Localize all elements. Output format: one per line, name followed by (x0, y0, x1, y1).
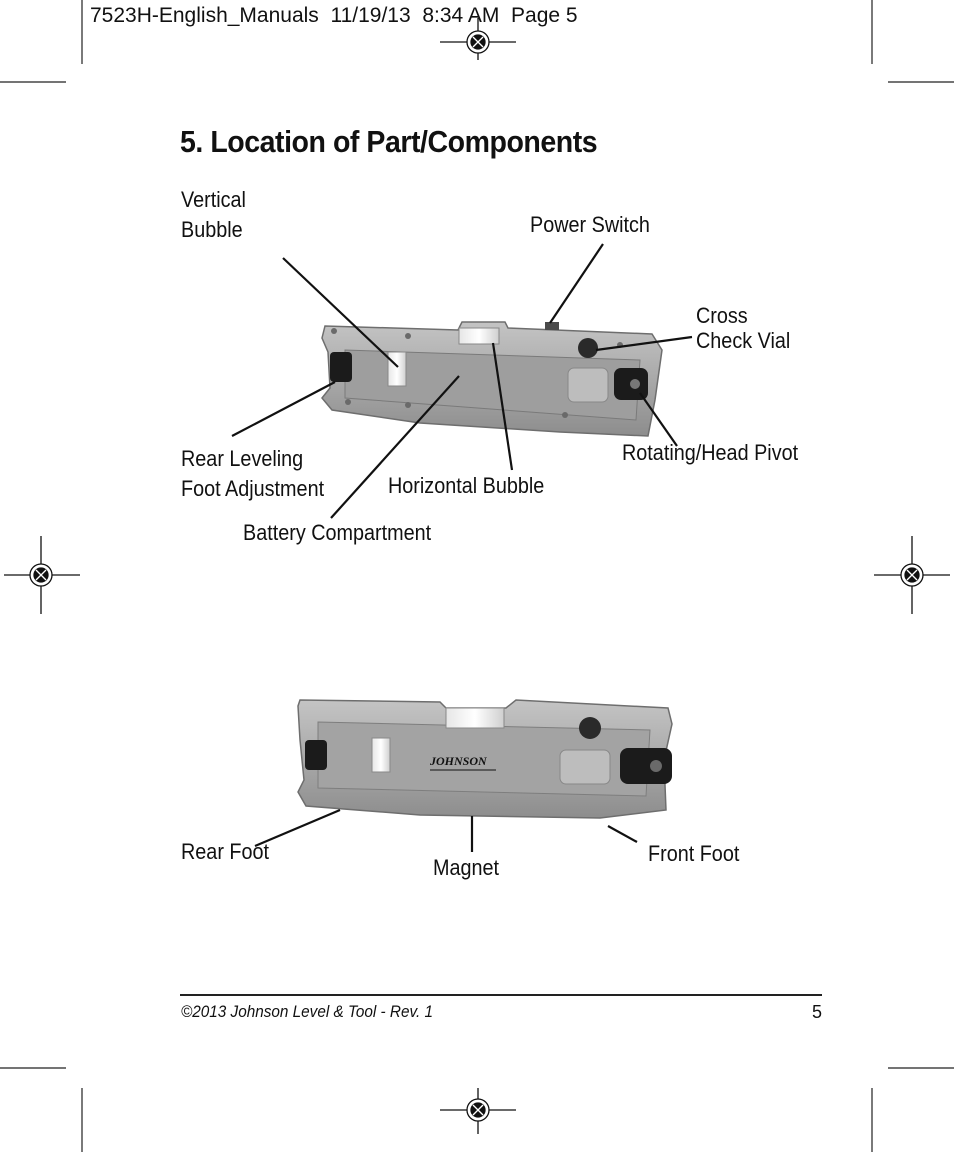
label-front-foot: Front Foot (648, 841, 740, 866)
page-title: 5. Location of Part/Components (180, 124, 598, 159)
footer-copyright: ©2013 Johnson Level & Tool - Rev. 1 (181, 1002, 433, 1021)
brand-logo: JOHNSON (429, 754, 488, 768)
rotating-head-pivot-knob (614, 368, 648, 400)
registration-mark-right (874, 536, 950, 614)
level-body-side: JOHNSON (297, 699, 673, 819)
footer-divider (180, 994, 822, 996)
page-number: 5 (811, 1002, 822, 1022)
label-rear-foot: Rear Foot (181, 839, 270, 864)
rear-leveling-foot-knob (330, 352, 352, 382)
registration-mark-top (440, 18, 516, 60)
print-slug-line: 7523H-English_Manuals 11/19/13 8:34 AM P… (90, 4, 578, 27)
label-rotating-head-pivot: Rotating/Head Pivot (622, 440, 799, 465)
label-cross-check-vial: Cross Check Vial (696, 303, 791, 353)
label-vertical-bubble: Vertical Bubble (181, 187, 246, 242)
level-body-top (321, 321, 663, 437)
label-rear-leveling-foot-adjustment: Rear Leveling Foot Adjustment (181, 446, 325, 501)
label-magnet: Magnet (433, 855, 500, 880)
label-power-switch: Power Switch (530, 212, 650, 237)
registration-mark-left (4, 536, 80, 614)
registration-mark-bottom (440, 1088, 516, 1134)
label-horizontal-bubble: Horizontal Bubble (388, 473, 545, 498)
label-battery-compartment: Battery Compartment (243, 520, 432, 545)
